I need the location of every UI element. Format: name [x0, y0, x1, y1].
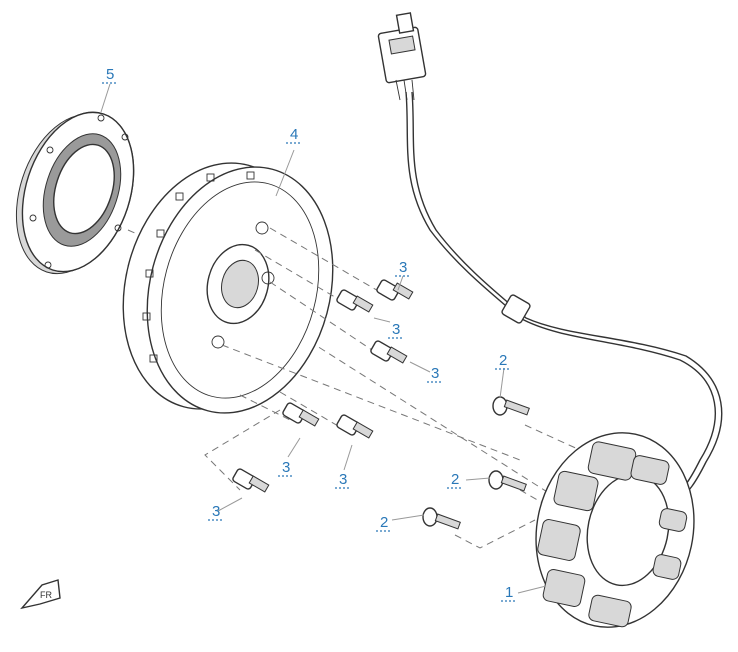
- stator: [535, 432, 695, 628]
- callout-3f: 3: [208, 503, 224, 521]
- flywheel-bolt-f: [232, 468, 270, 493]
- svg-text:3: 3: [212, 503, 220, 520]
- flywheel-bolt-d: [282, 402, 320, 427]
- callout-3b: 3: [388, 321, 404, 339]
- callout-3a: 3: [395, 259, 411, 277]
- flywheel-bolt-c: [370, 340, 408, 364]
- stator-bolt-c: [422, 507, 461, 530]
- flywheel-bolt-b: [336, 289, 374, 313]
- callout-2c: 2: [376, 514, 392, 532]
- svg-text:4: 4: [290, 126, 298, 143]
- svg-text:2: 2: [451, 471, 459, 488]
- svg-text:3: 3: [399, 259, 407, 276]
- svg-text:3: 3: [392, 321, 400, 338]
- callout-3e: 3: [335, 471, 351, 489]
- flywheel: [122, 162, 334, 414]
- flywheel-bolt-a: [376, 279, 414, 301]
- svg-text:2: 2: [499, 352, 507, 369]
- front-direction-label: FR: [40, 590, 52, 600]
- callout-3c: 3: [427, 365, 443, 383]
- svg-text:5: 5: [106, 66, 114, 83]
- front-direction-icon: FR: [20, 579, 61, 610]
- callout-1: 1: [501, 584, 517, 602]
- callout-3d: 3: [278, 459, 294, 477]
- callout-4: 4: [286, 126, 302, 144]
- svg-text:3: 3: [339, 471, 347, 488]
- svg-text:3: 3: [431, 365, 439, 382]
- callout-2a: 2: [495, 352, 511, 370]
- svg-text:3: 3: [282, 459, 290, 476]
- starter-clutch: [15, 111, 135, 275]
- stator-bolt-a: [492, 396, 530, 416]
- callout-2b: 2: [447, 471, 463, 489]
- flywheel-bolt-e: [336, 414, 374, 439]
- wiring-harness: [405, 91, 723, 503]
- callout-5: 5: [102, 66, 118, 84]
- svg-text:2: 2: [380, 514, 388, 531]
- connector: [377, 12, 427, 101]
- stator-bolt-b: [488, 470, 527, 492]
- svg-text:1: 1: [505, 584, 513, 601]
